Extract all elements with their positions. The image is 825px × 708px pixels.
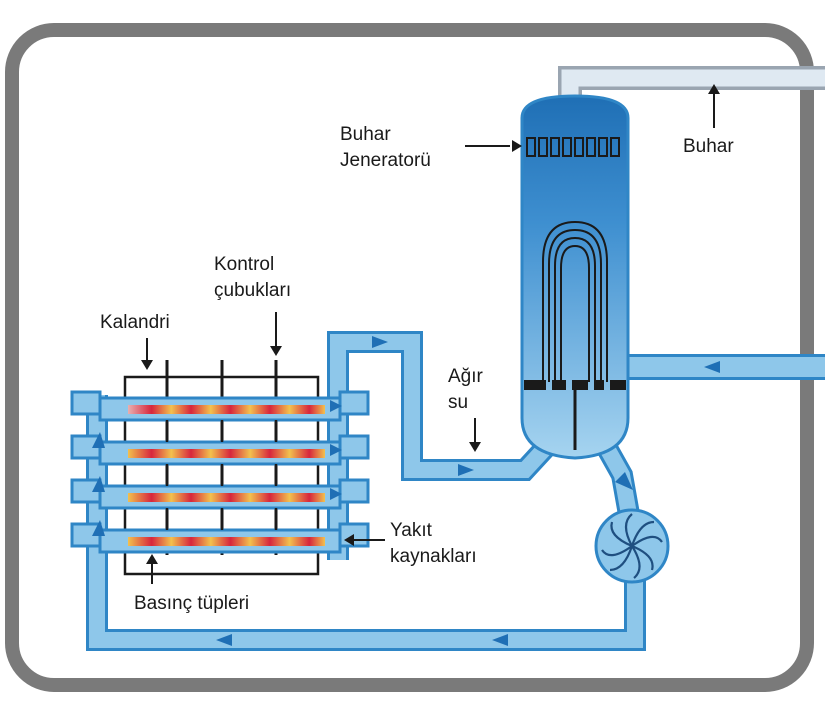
flow-arrow-icon [330, 400, 342, 412]
fuel-bundles-label-line1: Yakıt [390, 520, 433, 541]
fuel-bundles-label-line2: kaynakları [390, 546, 477, 567]
flow-arrows [92, 336, 720, 646]
flow-arrow-icon [92, 520, 105, 536]
fuel-bundle-row [128, 449, 325, 458]
steam-generator-label-line2: Jeneratorü [340, 150, 431, 171]
tube-sheet [524, 380, 626, 390]
steam-label: Buhar [683, 136, 734, 157]
pump [594, 508, 670, 584]
flow-arrow-icon [615, 472, 633, 490]
control-rods-overlay [165, 420, 278, 530]
callout-arrows [141, 84, 720, 584]
flow-arrow-icon [330, 488, 342, 500]
steam-pipe [558, 66, 825, 98]
heavy-water-label-line1: Ağır [448, 366, 484, 387]
steam-generator-label-line1: Buhar [340, 124, 391, 145]
fuel-bundle-row [128, 537, 325, 546]
flow-arrow-icon [372, 336, 388, 348]
fuel-bundle-row [128, 405, 325, 414]
flow-arrow-icon [458, 464, 474, 476]
flow-arrow-icon [492, 634, 508, 646]
flow-arrow-icon [92, 476, 105, 492]
fuel-bundle-row [128, 493, 325, 502]
control-rods-label-line2: çubukları [214, 280, 291, 301]
fuel-bundles [128, 405, 325, 546]
u-tube-bundle [542, 220, 608, 382]
calandria-label: Kalandri [100, 312, 170, 333]
flow-arrow-icon [704, 361, 720, 373]
control-rods-label-line1: Kontrol [214, 254, 274, 275]
pressure-tubes-label: Basınç tüpleri [134, 593, 249, 614]
steam-generator [520, 94, 630, 460]
flow-arrow-icon [216, 634, 232, 646]
steam-separators [526, 137, 620, 157]
flow-arrow-icon [330, 444, 342, 456]
heavy-water-label-line2: su [448, 392, 468, 413]
flow-arrow-icon [92, 432, 105, 448]
